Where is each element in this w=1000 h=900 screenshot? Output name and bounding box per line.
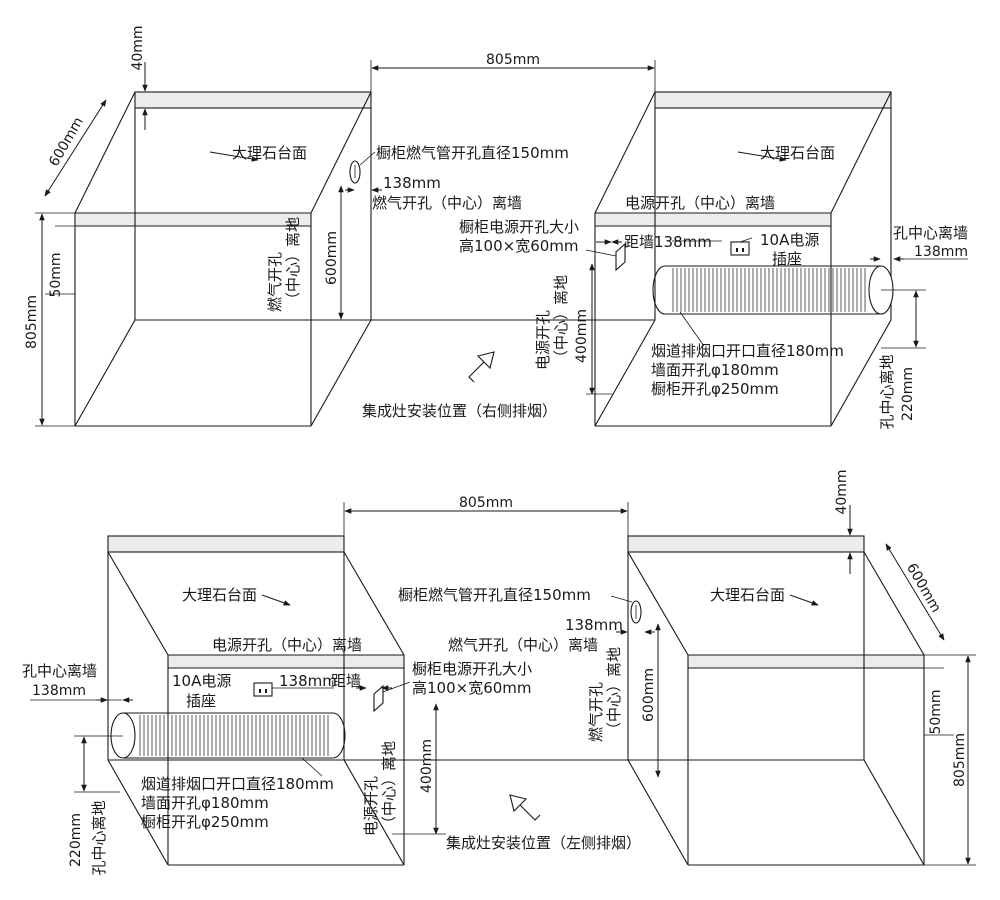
bottom-gas-ground-a: 燃气开孔 <box>587 682 605 742</box>
bottom-width-label: 805mm <box>459 495 513 511</box>
bottom-left-marble-label: 大理石台面 <box>182 586 257 604</box>
top-width-label: 805mm <box>486 52 540 68</box>
top-socket-2: 插座 <box>772 250 802 268</box>
top-socket-icon <box>730 241 750 256</box>
top-thickness-label: 40mm <box>130 25 146 70</box>
bottom-power-size-2: 高100×宽60mm <box>412 679 532 697</box>
top-power-size-1: 橱柜电源开孔大小 <box>459 218 579 236</box>
top-gas-hole-center: 燃气开孔（中心）离墙 <box>372 194 522 212</box>
top-right-cabinet <box>594 91 892 427</box>
bottom-left-cabinet <box>107 535 405 866</box>
top-right-countertop-front <box>594 212 832 227</box>
top-hole-ground-label: 孔中心离地 <box>878 354 896 429</box>
bottom-left-countertop-edge <box>107 535 345 553</box>
bottom-gas-ground-b: （中心）离地 <box>605 647 623 737</box>
top-gas-ground-b: （中心）离地 <box>284 217 302 307</box>
top-gas-hole-title: 橱柜燃气管开孔直径150mm <box>376 144 569 162</box>
top-height-label: 805mm <box>24 295 40 349</box>
bottom-power-size-1: 橱柜电源开孔大小 <box>412 660 532 678</box>
bottom-hole-wall-label: 孔中心离墙 <box>22 662 97 680</box>
top-flue-3: 橱柜开孔φ250mm <box>651 380 779 398</box>
bottom-right-marble-label: 大理石台面 <box>710 586 785 604</box>
bottom-flue-pipe-end <box>110 712 136 759</box>
top-hole-ground-dist: 220mm <box>900 367 916 421</box>
bottom-gas-dist: 138mm <box>565 616 623 634</box>
bottom-gas-height: 600mm <box>641 668 657 722</box>
bottom-hole-wall-dist: 138mm <box>32 683 86 699</box>
bottom-power-dist-a: 138mm <box>279 672 337 690</box>
bottom-depth-label: 600mm <box>903 561 944 616</box>
bottom-install-label: 集成灶安装位置（左侧排烟） <box>446 834 641 852</box>
top-gas-dist: 138mm <box>383 174 441 192</box>
bottom-hole-ground-dist: 220mm <box>68 813 84 867</box>
top-depth-dimension <box>44 99 107 197</box>
bottom-power-dist-b: 距墙 <box>331 672 361 690</box>
top-depth-label: 600mm <box>46 115 87 170</box>
top-power-height: 400mm <box>574 309 590 363</box>
bottom-flue-3: 橱柜开孔φ250mm <box>141 813 269 831</box>
bottom-right-countertop-front <box>687 654 925 669</box>
bottom-flue-1: 烟道排烟口开口直径180mm <box>141 775 334 793</box>
bottom-thickness-label: 40mm <box>834 469 850 514</box>
bottom-flue-pipe <box>110 712 346 759</box>
top-hole-wall-dist: 138mm <box>914 244 968 260</box>
top-power-dist: 距墙138mm <box>624 233 712 251</box>
bottom-socket-1: 10A电源 <box>172 672 231 690</box>
bottom-power-height: 400mm <box>419 739 435 793</box>
top-power-hole <box>615 242 626 272</box>
top-power-size-2: 高100×宽60mm <box>459 237 579 255</box>
bottom-install-arrow <box>509 794 541 821</box>
top-left-marble-label: 大理石台面 <box>232 144 307 162</box>
top-power-ground-a: 电源开孔 <box>534 310 552 370</box>
bottom-power-hole <box>373 684 384 713</box>
bottom-flue-2: 墙面开孔φ180mm <box>141 794 269 812</box>
bottom-gas-hole-center: 燃气开孔（中心）离墙 <box>448 636 598 654</box>
bottom-50mm-label: 50mm <box>928 689 944 734</box>
bottom-power-ground-b: （中心）离地 <box>380 741 398 831</box>
bottom-power-hole-title: 电源开孔（中心）离墙 <box>212 636 362 654</box>
bottom-depth-dimension <box>885 543 945 641</box>
bottom-gas-hole-title: 橱柜燃气管开孔直径150mm <box>398 586 591 604</box>
top-left-cabinet <box>74 91 372 427</box>
bottom-hole-ground-label: 孔中心离地 <box>90 800 108 875</box>
bottom-socket-icon <box>253 682 273 697</box>
top-install-label: 集成灶安装位置（右侧排烟） <box>362 402 557 420</box>
top-left-countertop-front <box>74 212 312 227</box>
bottom-power-ground-a: 电源开孔 <box>362 776 380 836</box>
top-power-ground-b: （中心）离地 <box>552 275 570 365</box>
top-power-hole-title: 电源开孔（中心）离墙 <box>625 194 775 212</box>
bottom-left-countertop-front <box>167 654 405 669</box>
top-right-countertop-edge <box>654 91 892 109</box>
top-left-countertop-edge <box>134 91 372 109</box>
top-flue-1: 烟道排烟口开口直径180mm <box>651 342 844 360</box>
top-flue-2: 墙面开孔φ180mm <box>651 361 779 379</box>
bottom-right-countertop-edge <box>627 535 865 553</box>
top-right-marble-label: 大理石台面 <box>760 144 835 162</box>
top-50mm-label: 50mm <box>48 252 64 297</box>
top-flue-pipe <box>652 265 894 315</box>
bottom-height-label: 805mm <box>952 733 968 787</box>
top-socket-1: 10A电源 <box>760 231 819 249</box>
top-hole-wall-label: 孔中心离墙 <box>893 224 968 242</box>
top-gas-height: 600mm <box>324 231 340 285</box>
bottom-view: 805mm 40mm 600mm 805mm 50mm 大理石台面 大理石台面 … <box>22 469 976 876</box>
top-gas-ground-a: 燃气开孔 <box>266 252 284 312</box>
top-view: 805mm 40mm 600mm 805mm 50mm 大理石台面 大理石台面 … <box>24 25 968 429</box>
bottom-socket-2: 插座 <box>186 692 216 710</box>
top-install-arrow <box>468 351 495 383</box>
